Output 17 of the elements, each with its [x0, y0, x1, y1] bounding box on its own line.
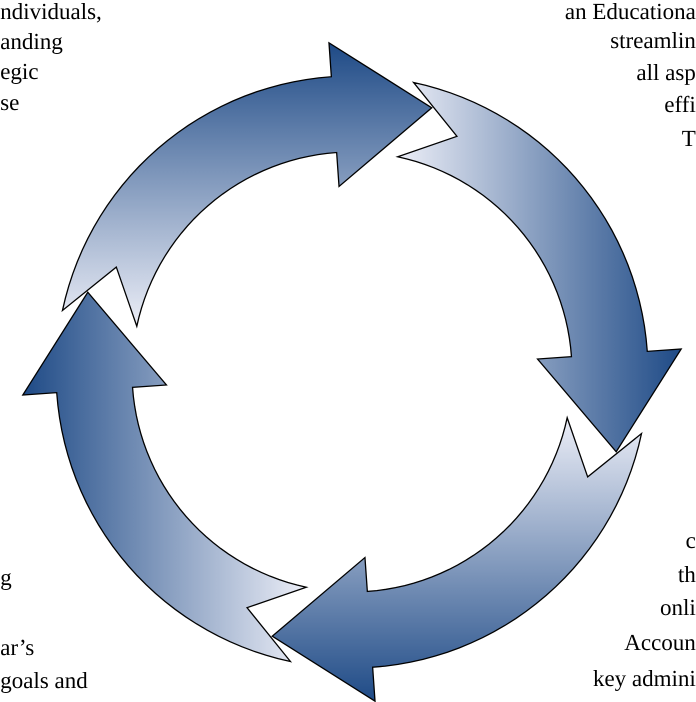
- text-fragment: Accoun: [624, 634, 696, 650]
- text-fragment: effi: [665, 96, 696, 112]
- text-fragment: egic: [1, 64, 38, 84]
- text-fragment: th: [678, 566, 696, 582]
- text-fragment: key admini: [593, 670, 696, 691]
- text-fragment: onli: [660, 599, 696, 616]
- text-fragment: an Educationa: [566, 3, 696, 20]
- text-fragment: ndividuals,: [0, 3, 100, 23]
- text-fragment: se: [1, 99, 19, 110]
- text-fragment: g: [1, 573, 12, 590]
- text-fragment: goals and: [1, 672, 88, 693]
- text-fragment: streamlin: [611, 32, 696, 48]
- text-fragment: c: [686, 537, 696, 548]
- text-fragment: ar’s: [1, 640, 34, 656]
- text-fragment: all asp: [637, 64, 695, 85]
- text-fragment: anding: [1, 33, 62, 54]
- text-fragment: T: [682, 130, 696, 146]
